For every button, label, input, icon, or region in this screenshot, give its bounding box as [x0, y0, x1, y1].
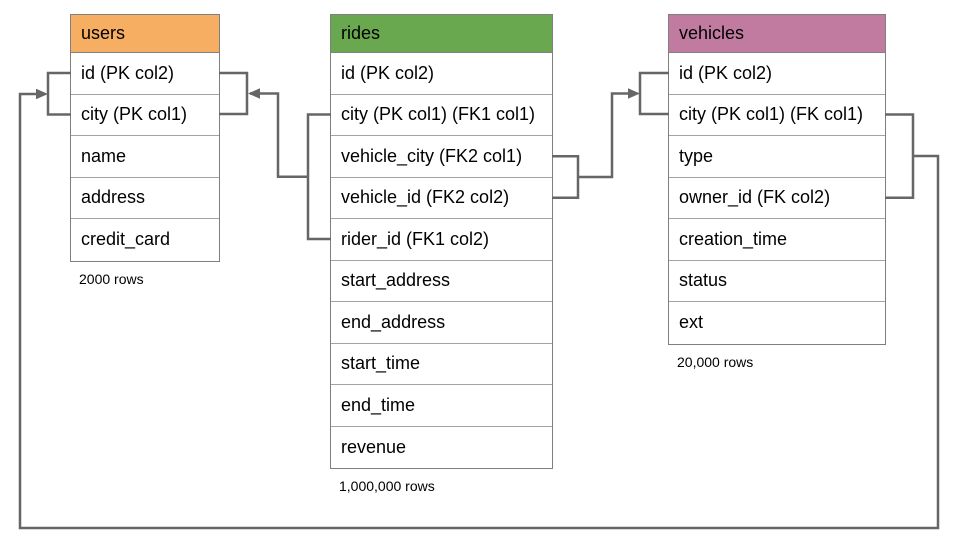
- table-header-users: users: [71, 15, 219, 53]
- fk1-connector-line: [250, 92, 308, 178]
- vehicles-left-key-bracket: [638, 71, 669, 116]
- table-row: ext: [669, 302, 885, 344]
- table-row: creation_time: [669, 219, 885, 261]
- table-header-rides: rides: [331, 15, 552, 53]
- table-row: start_address: [331, 260, 552, 302]
- users-right-key-bracket: [219, 71, 249, 116]
- table-vehicles: vehicles id (PK col2)city (PK col1) (FK …: [668, 14, 886, 370]
- vehicles-right-fk-bracket: [885, 113, 915, 199]
- table-row: id (PK col2): [71, 53, 219, 95]
- row-count-label-rides: 1,000,000 rows: [339, 478, 435, 494]
- table-header-vehicles: vehicles: [669, 15, 885, 53]
- table-row: rider_id (FK1 col2): [331, 219, 552, 261]
- table-row: end_time: [331, 385, 552, 427]
- table-row: city (PK col1) (FK col1): [669, 94, 885, 136]
- table-row: vehicle_city (FK2 col1): [331, 136, 552, 178]
- table-columns-rides: id (PK col2)city (PK col1) (FK1 col1)veh…: [331, 53, 552, 468]
- table-row: name: [71, 136, 219, 178]
- table-row: city (PK col1): [71, 94, 219, 136]
- table-row: address: [71, 177, 219, 219]
- table-columns-vehicles: id (PK col2)city (PK col1) (FK col1)type…: [669, 53, 885, 344]
- fk2-connector-line: [578, 92, 630, 179]
- table-row: end_address: [331, 302, 552, 344]
- fk1-arrowhead-icon: [248, 88, 260, 99]
- rides-left-fk1-bracket: [306, 113, 331, 241]
- users-left-key-bracket: [46, 71, 71, 116]
- table-row: credit_card: [71, 219, 219, 261]
- table-row: vehicle_id (FK2 col2): [331, 177, 552, 219]
- table-row: type: [669, 136, 885, 178]
- table-row: start_time: [331, 343, 552, 385]
- table-row: id (PK col2): [331, 53, 552, 95]
- row-count-label-users: 2000 rows: [79, 270, 144, 287]
- row-count-label-vehicles: 20,000 rows: [677, 353, 754, 370]
- table-row: id (PK col2): [669, 53, 885, 95]
- table-row: revenue: [331, 426, 552, 468]
- vehicles-fk-arrowhead-icon: [36, 88, 48, 100]
- table-row: city (PK col1) (FK1 col1): [331, 94, 552, 136]
- table-row: status: [669, 260, 885, 302]
- table-row: owner_id (FK col2): [669, 177, 885, 219]
- fk2-arrowhead-icon: [628, 88, 640, 99]
- table-rides: rides id (PK col2)city (PK col1) (FK1 co…: [330, 14, 553, 494]
- rides-right-fk2-bracket: [552, 155, 580, 199]
